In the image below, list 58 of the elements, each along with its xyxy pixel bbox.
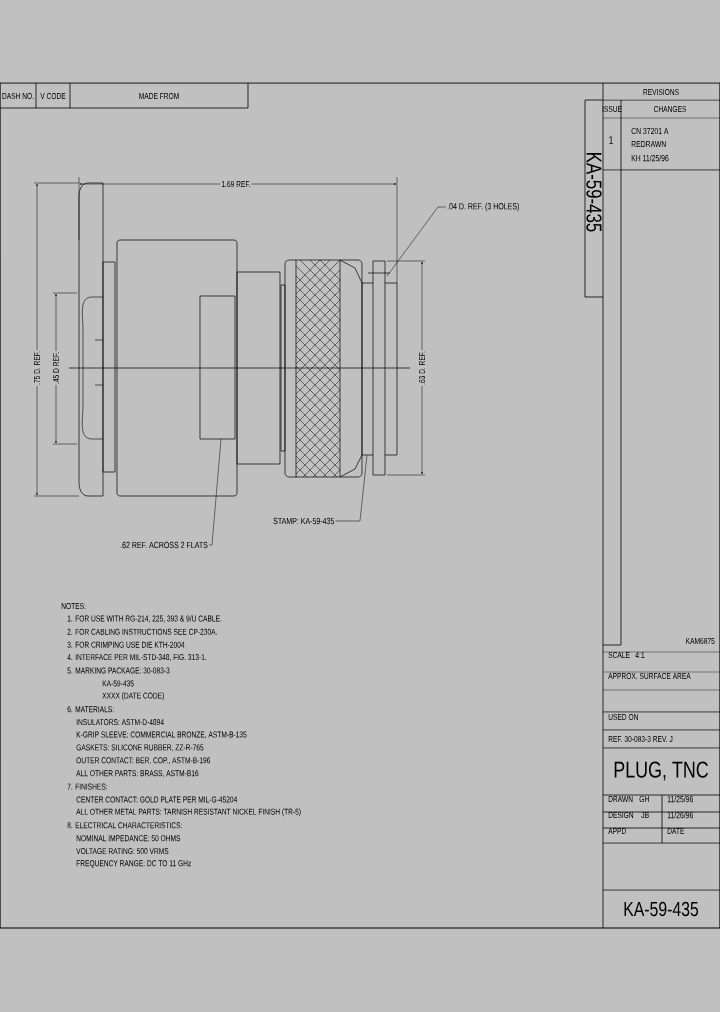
table-text: CN 37201 A [631,127,669,135]
table-text: REDRAWN [631,141,666,148]
table-text: REVISIONS [643,89,679,95]
table-text: CHANGES [653,106,687,112]
table-text: 11/26/96 [667,811,693,819]
table-text: 11/25/96 [667,795,693,803]
callout-text: .04 D. REF. (3 HOLES) [447,202,519,212]
note-text: NOTES: [61,603,86,609]
dimension-label: .45 D REF. [52,351,60,386]
note-text: ALL OTHER METAL PARTS: TARNISH RESISTANT NICKEL FINISH (TR-5) [76,808,301,817]
table-text: SCALE [608,652,630,658]
note-text: KA-59-435 [102,680,134,687]
table-text: DATE [667,828,685,834]
table-text: APPD [608,828,626,834]
dimension-label: 1.69 REF. [220,180,252,188]
table-text: KAM6875 [686,638,715,644]
note-text: K-GRIP SLEEVE: COMMERCIAL BRONZE, ASTM-B-135 [76,731,247,739]
note-text: 7. FINISHES: [67,783,107,790]
leader-line [386,206,447,277]
note-text: NOMINAL IMPEDANCE: 50 OHMS [76,835,181,842]
note-text: GASKETS: SILICONE RUBBER, ZZ-R-765 [76,744,204,752]
table-text: GH [639,795,649,803]
table-text: V CODE [40,93,66,99]
note-text: 2. FOR CABLING INSTRUCTIONS SEE CP-230A. [67,628,217,635]
dimension-label: .75 D. REF. [33,350,41,386]
table-text: USED ON [608,714,638,720]
note-text: FREQUENCY RANGE: DC TO 11 GHz [76,860,191,868]
note-text: 8. ELECTRICAL CHARACTERISTICS: [67,822,182,829]
table-text: JB [641,811,649,819]
note-text: CENTER CONTACT: GOLD PLATE PER MIL-G-45204 [76,796,238,803]
table-text: MADE FROM [139,93,179,99]
note-text: XXXX (DATE CODE) [102,692,164,701]
table-text: DRAWN [608,796,633,802]
leader-line [335,454,368,522]
drawing-number: KA-59-435 [624,901,699,917]
note-text: INSULATORS: ASTM-D-4894 [76,719,164,726]
table-text: 1 [609,136,613,144]
table-text: REF. 30-083-3 REV. J [608,736,673,742]
note-text: 5. MARKING PACKAGE: 30-083-3 [67,667,170,674]
drawing-number: KA-59-435 [586,153,602,232]
table-text: KH 11/25/96 [631,154,669,162]
title-text: PLUG, TNC [614,761,709,781]
table-text: ISSUE [602,106,622,112]
table-text: DESIGN [608,812,634,818]
table-text: 4:1 [635,652,645,658]
note-text: 1. FOR USE WITH RG-214, 225, 393 & 9/U CABLE. [67,615,222,623]
leader-line [208,438,222,546]
note-text: 4. INTERFACE PER MIL-STD-348, FIG. 313-1. [67,654,207,662]
dimension-label: .63 D. REF. [418,350,426,386]
table-text: DASH NO. [2,93,34,99]
note-text: OUTER CONTACT: BER. COP., ASTM-B-196 [76,757,211,765]
note-text: 3. FOR CRIMPING USE DIE KTH-2004 [67,641,185,648]
table-text: APPROX. SURFACE AREA [608,673,691,679]
note-text: VOLTAGE RATING: 500 VRMS [76,848,169,855]
callout-text: .62 REF. ACROSS 2 FLATS [120,541,208,549]
callout-text: STAMP: KA-59-435 [273,517,334,525]
note-text: 6. MATERIALS: [67,706,114,713]
note-text: ALL OTHER PARTS: BRASS, ASTM-B16 [76,770,199,778]
